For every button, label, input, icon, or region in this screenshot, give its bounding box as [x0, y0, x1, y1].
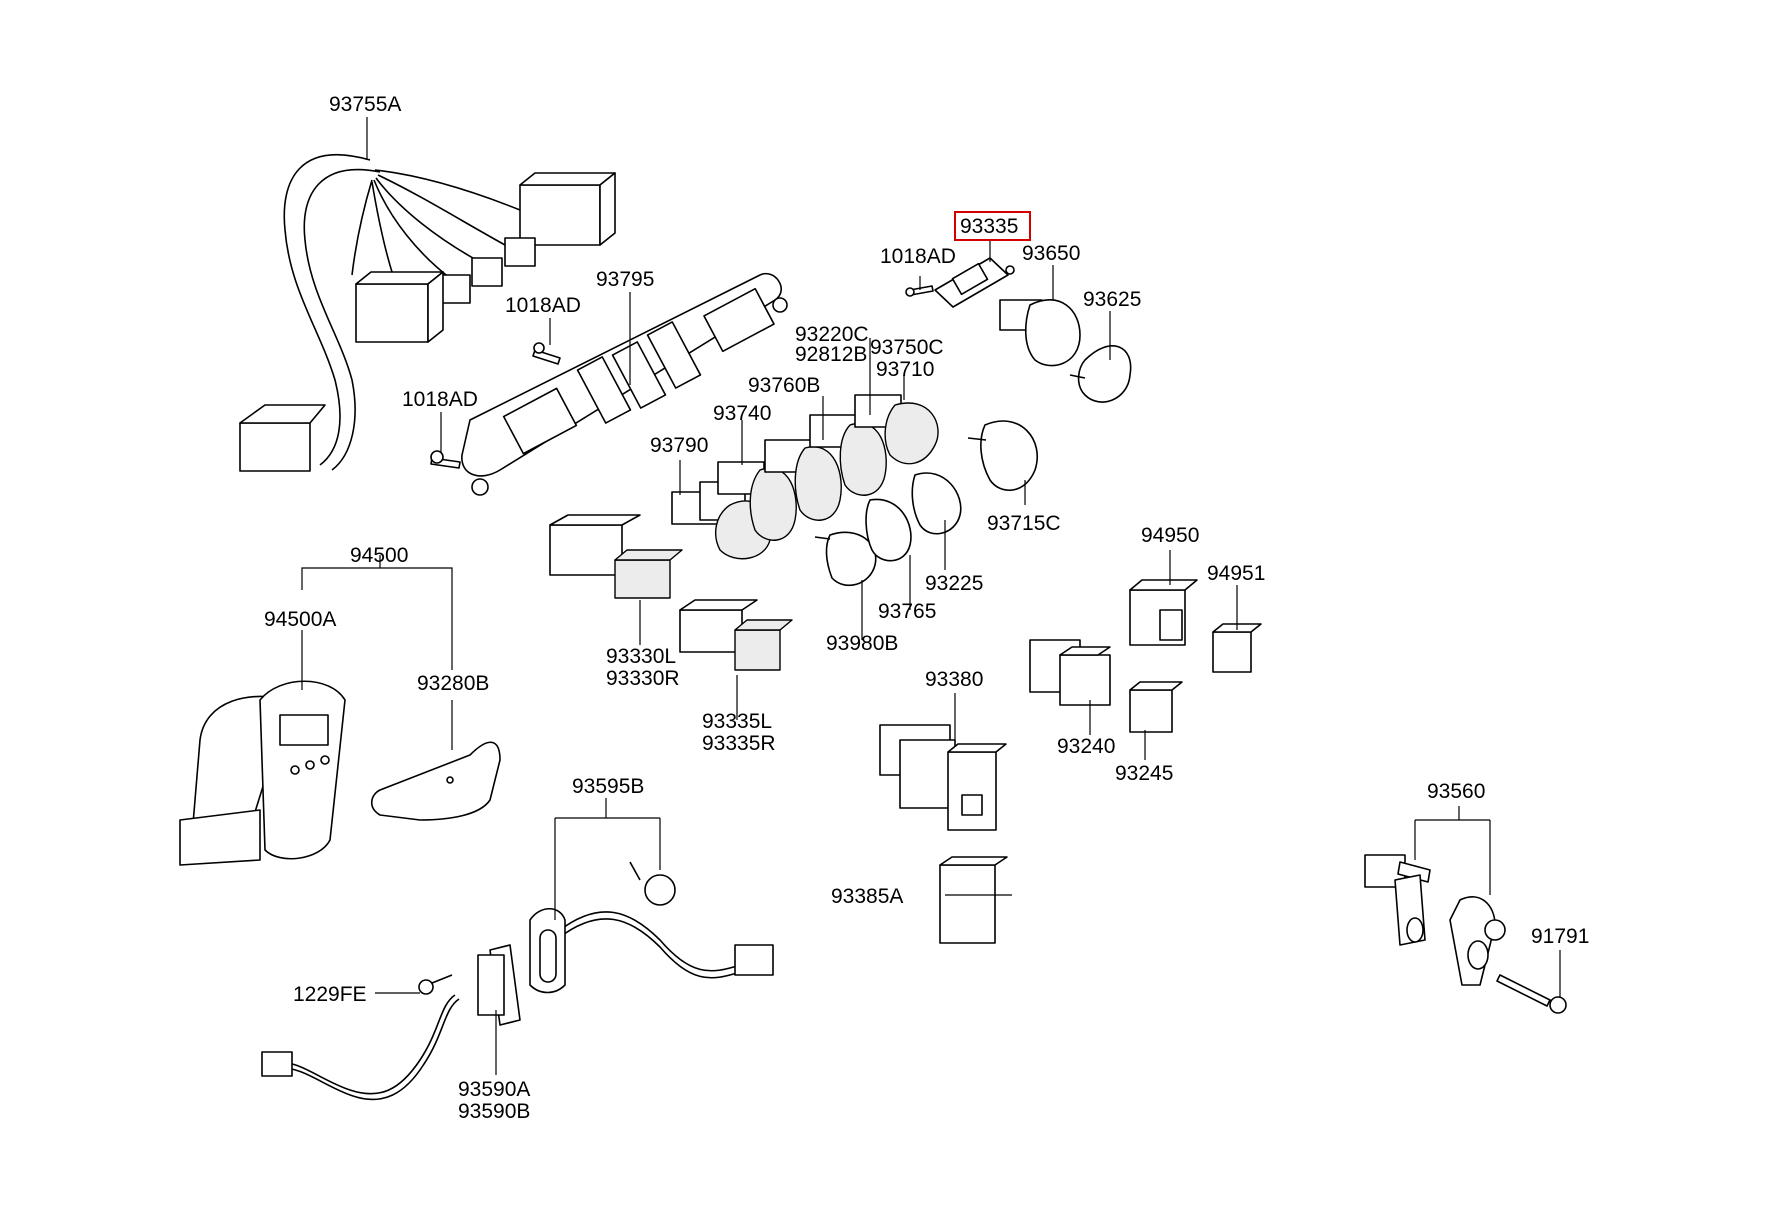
label-93740[interactable]: 93740 — [713, 402, 771, 425]
label-93795[interactable]: 93795 — [596, 268, 654, 291]
label-93765[interactable]: 93765 — [878, 600, 936, 623]
label-93760B[interactable]: 93760B — [748, 374, 820, 397]
label-93980B[interactable]: 93980B — [826, 632, 898, 655]
label-93330R[interactable]: 93330R — [606, 667, 680, 690]
mounting-bracket-93795 — [461, 272, 788, 496]
label-1018AD-left[interactable]: 1018AD — [402, 388, 478, 411]
switch-93380 — [879, 724, 1007, 831]
knob-93715C — [967, 420, 1038, 492]
switch-93765 — [865, 498, 912, 562]
label-93225[interactable]: 93225 — [925, 572, 983, 595]
label-93220C[interactable]: 93220C — [795, 323, 869, 346]
label-94950[interactable]: 94950 — [1141, 524, 1199, 547]
label-91791[interactable]: 91791 — [1531, 925, 1589, 948]
label-93590B[interactable]: 93590B — [458, 1100, 530, 1123]
switch-plate-93335 — [934, 257, 1015, 308]
switch-93760B — [764, 439, 842, 521]
overhead-console-94500A — [179, 680, 346, 866]
label-93240[interactable]: 93240 — [1057, 735, 1115, 758]
switch-93335L — [679, 599, 793, 671]
label-93380[interactable]: 93380 — [925, 668, 983, 691]
label-93560[interactable]: 93560 — [1427, 780, 1485, 803]
highlight-box-93335 — [954, 211, 1031, 241]
switch-93330 — [549, 514, 683, 599]
label-92812B[interactable]: 92812B — [795, 343, 867, 366]
label-93335[interactable]: 93335 — [960, 215, 1018, 238]
label-93715C[interactable]: 93715C — [987, 512, 1061, 535]
switch-94951 — [1212, 623, 1262, 673]
label-93335R[interactable]: 93335R — [702, 732, 776, 755]
switch-94950 — [1129, 579, 1198, 646]
part-labels[interactable]: 93755A 93335 1018AD 93650 93625 1018AD 9… — [264, 93, 1589, 1123]
label-93625[interactable]: 93625 — [1083, 288, 1141, 311]
door-switch-93560 — [1364, 854, 1506, 986]
harness-93595B — [529, 861, 774, 994]
leader-lines — [301, 117, 1561, 1075]
cable-93590 — [261, 944, 521, 1101]
label-1018AD-top[interactable]: 1018AD — [880, 245, 956, 268]
switch-93980B — [814, 531, 877, 587]
screw-91791 — [1496, 974, 1567, 1014]
switch-93740 — [717, 461, 797, 541]
switch-93240 — [1029, 639, 1111, 706]
label-93790[interactable]: 93790 — [650, 434, 708, 457]
switch-93710 — [854, 394, 939, 465]
switch-cluster — [671, 394, 1038, 587]
label-93335L[interactable]: 93335L — [702, 710, 772, 733]
label-94500A[interactable]: 94500A — [264, 608, 336, 631]
screws-1018AD — [430, 285, 934, 469]
label-1018AD-mid[interactable]: 1018AD — [505, 294, 581, 317]
knob-93650 — [999, 299, 1081, 367]
label-94951[interactable]: 94951 — [1207, 562, 1265, 585]
knob-93625 — [1069, 345, 1132, 403]
wiring-harness-93755A — [239, 154, 616, 472]
trim-93280B — [370, 741, 501, 821]
label-93750C[interactable]: 93750C — [870, 336, 944, 359]
screw-1229FE — [418, 974, 453, 995]
label-93595B[interactable]: 93595B — [572, 775, 644, 798]
switch-93225 — [911, 472, 962, 535]
label-94500[interactable]: 94500 — [350, 544, 408, 567]
switch-93220C — [809, 414, 887, 496]
label-93385A[interactable]: 93385A — [831, 885, 903, 908]
label-1229FE[interactable]: 1229FE — [293, 983, 367, 1006]
switch-93385A — [939, 856, 1008, 944]
label-93330L[interactable]: 93330L — [606, 645, 676, 668]
label-93710[interactable]: 93710 — [876, 358, 934, 381]
label-93590A[interactable]: 93590A — [458, 1078, 530, 1101]
label-93245[interactable]: 93245 — [1115, 762, 1173, 785]
label-93280B[interactable]: 93280B — [417, 672, 489, 695]
label-93755A[interactable]: 93755A — [329, 93, 401, 116]
label-93650[interactable]: 93650 — [1022, 242, 1080, 265]
switch-93245 — [1129, 681, 1183, 733]
